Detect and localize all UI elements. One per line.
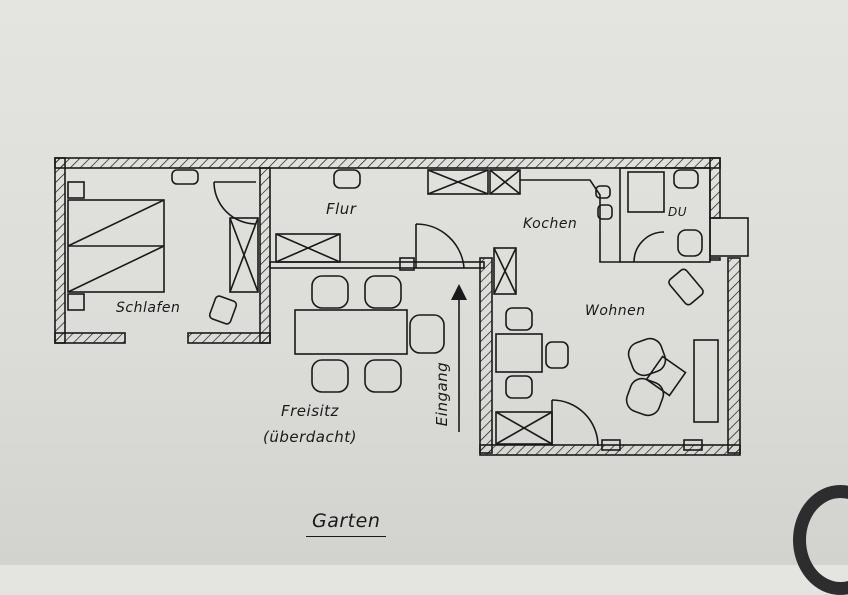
room-label-flur: Flur xyxy=(326,200,357,218)
living-sideboard xyxy=(668,268,704,306)
garden-label: Garten xyxy=(306,510,387,537)
shower-room xyxy=(619,167,749,263)
flur-cabinet xyxy=(275,233,341,263)
bedroom-shelf-top xyxy=(171,169,199,185)
terrace-table xyxy=(294,275,445,393)
bed xyxy=(67,181,165,311)
room-label-wohnen: Wohnen xyxy=(585,303,646,319)
room-label-kochen: Kochen xyxy=(523,216,578,232)
flur-seat xyxy=(333,169,361,189)
room-label-schlafen: Schlafen xyxy=(116,300,181,316)
entrance-label: Eingang xyxy=(433,361,452,427)
living-dining-table xyxy=(495,307,569,399)
living-sofa xyxy=(693,339,719,423)
bedroom-door xyxy=(213,181,257,225)
entry-door xyxy=(415,223,465,269)
living-armchairs xyxy=(625,337,687,417)
room-label-freisitz-note: (überdacht) xyxy=(263,428,357,446)
bedroom-chair xyxy=(208,295,238,325)
living-door xyxy=(551,399,599,447)
floor-plan-drawing xyxy=(54,157,749,456)
room-label-freisitz: Freisitz xyxy=(281,402,339,420)
bedroom-wardrobe xyxy=(229,217,259,293)
living-cabinet xyxy=(493,247,517,295)
kitchen-counter xyxy=(427,169,620,263)
room-label-du: DU xyxy=(668,205,688,219)
